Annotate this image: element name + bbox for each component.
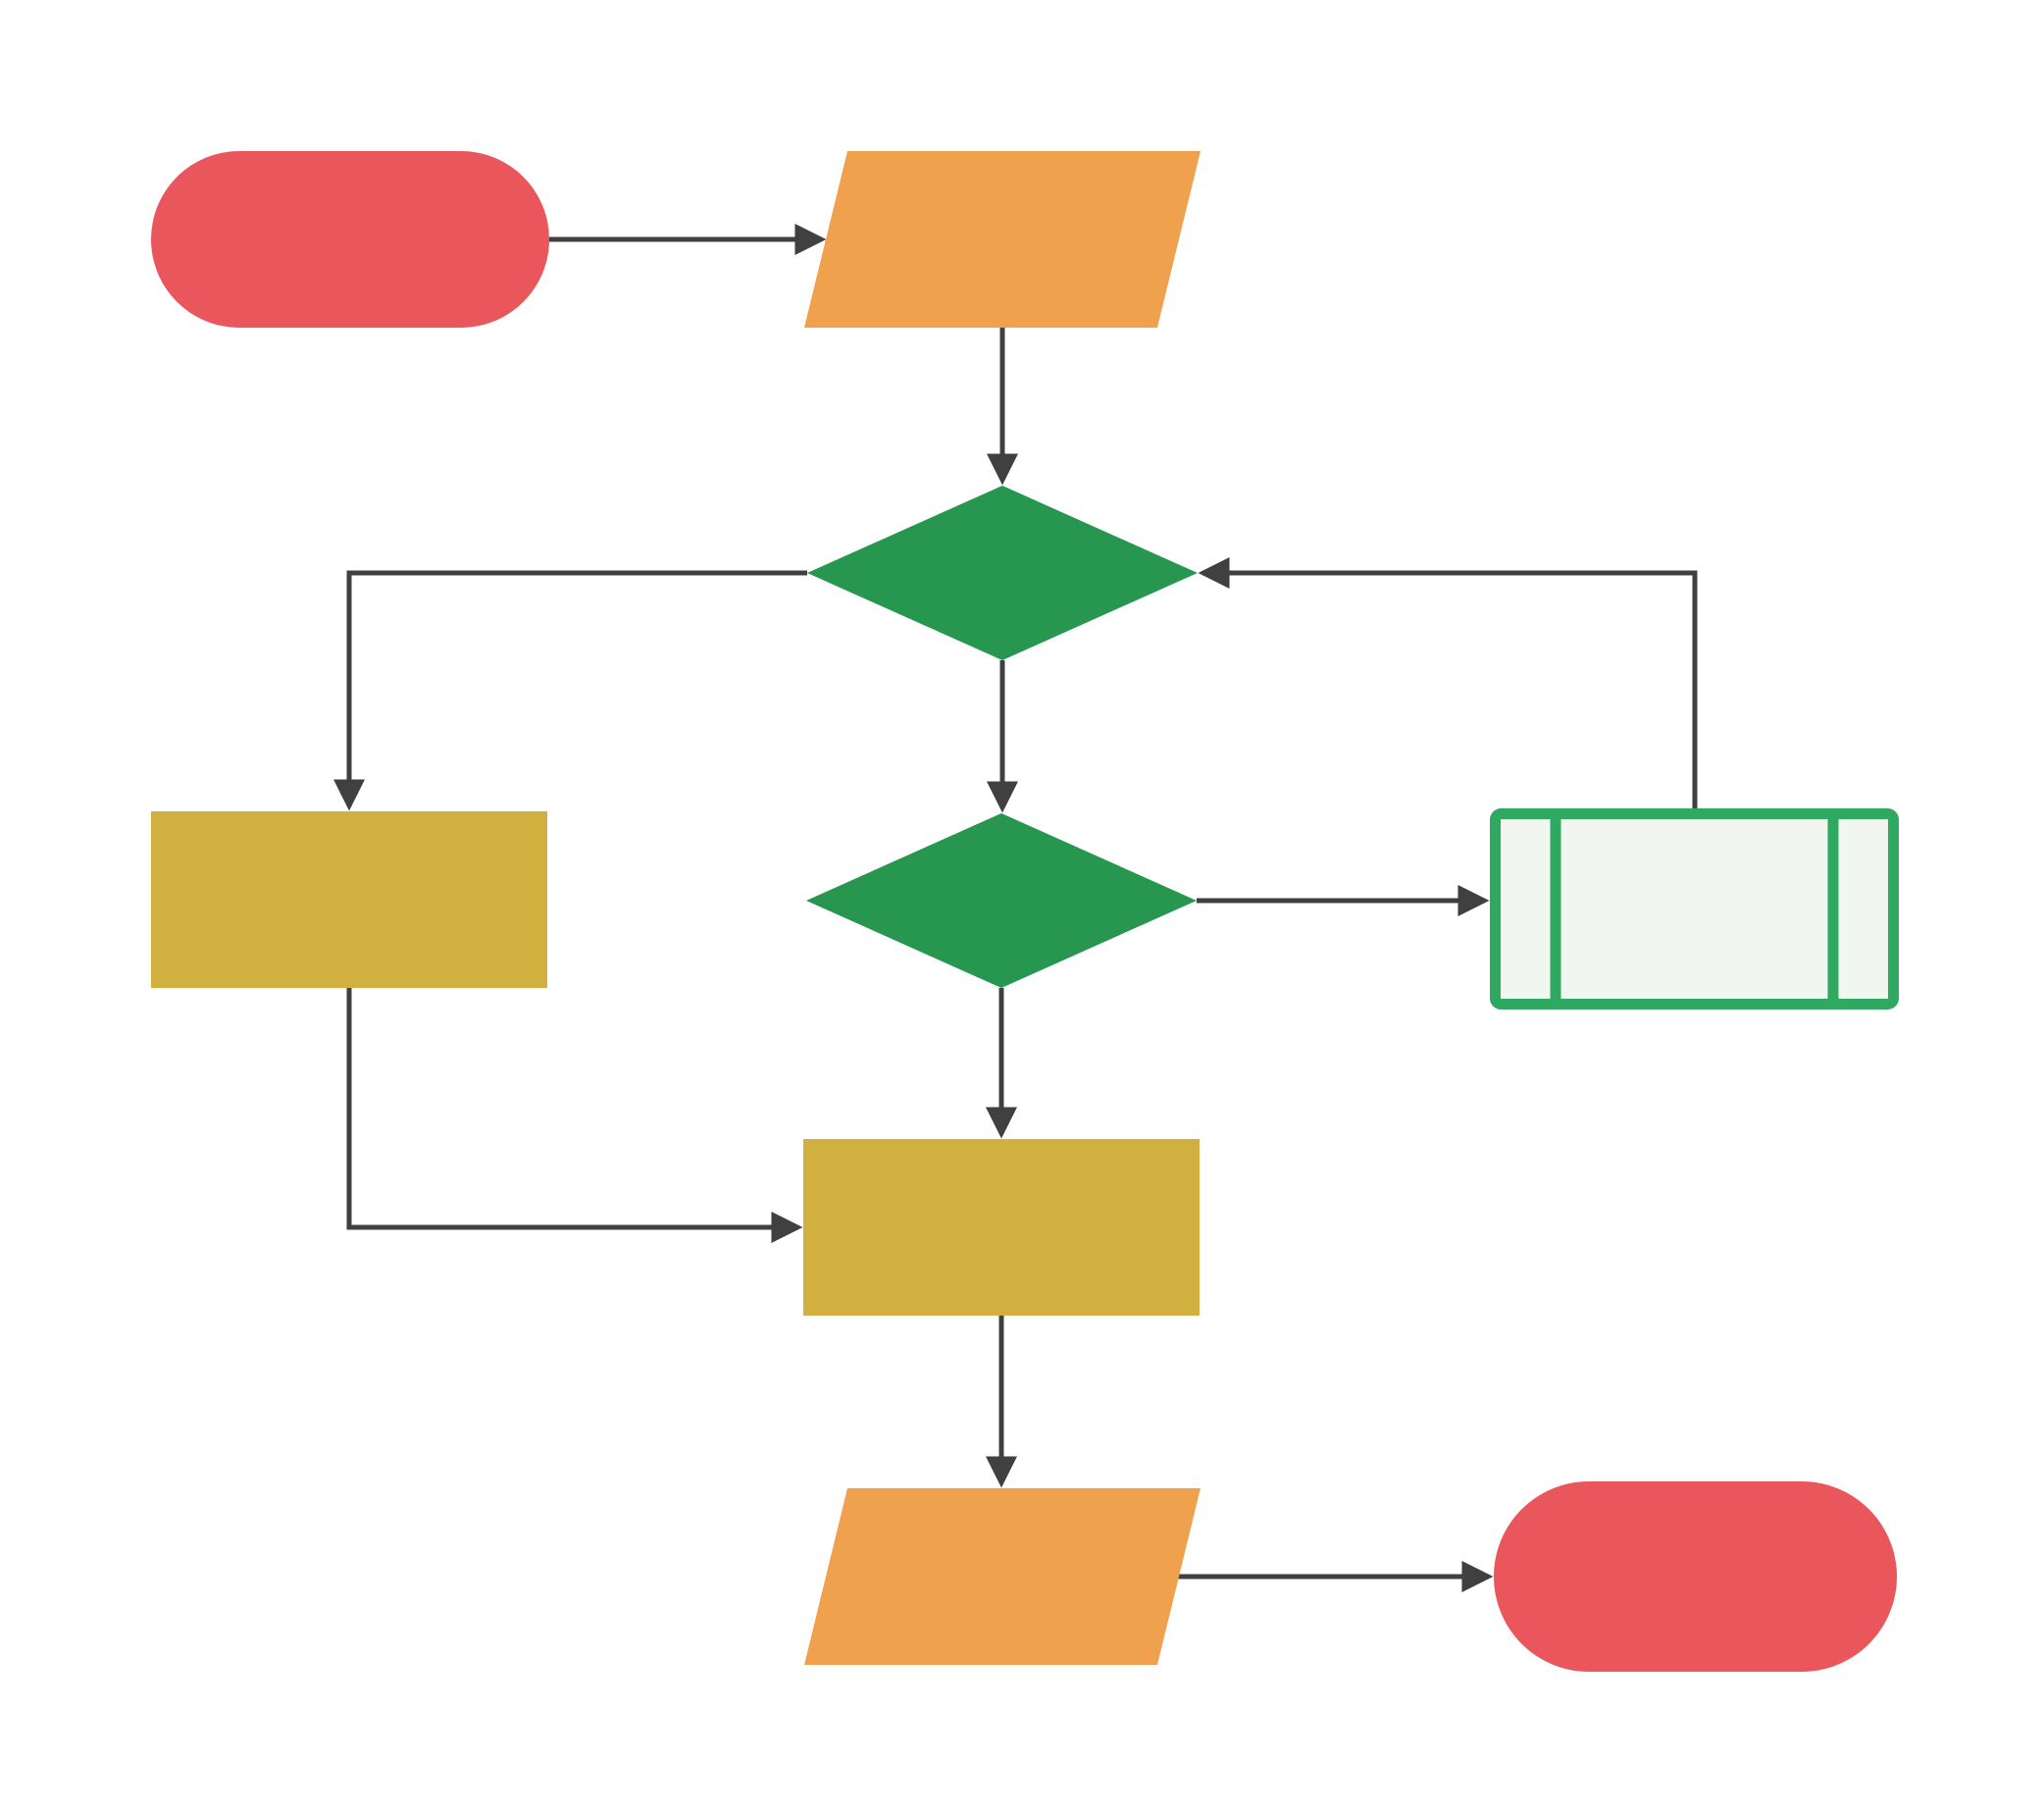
edge-decision1-to-left[interactable] bbox=[332, 570, 807, 811]
decision-2-node[interactable] bbox=[806, 813, 1197, 988]
predefined-process-node-border bbox=[1490, 808, 1899, 1010]
decision-1-node[interactable] bbox=[807, 486, 1198, 660]
input-parallelogram-node[interactable] bbox=[804, 151, 1201, 328]
process-middle-node[interactable] bbox=[803, 1139, 1200, 1316]
edges-layer bbox=[332, 223, 1698, 1593]
edge-predefined-to-decision1[interactable] bbox=[1198, 556, 1698, 808]
edge-left-to-middle[interactable] bbox=[346, 988, 803, 1244]
nodes-layer bbox=[151, 151, 1899, 1672]
start-terminator-node[interactable] bbox=[151, 151, 549, 328]
end-terminator-node[interactable] bbox=[1494, 1481, 1897, 1672]
process-left-node[interactable] bbox=[151, 811, 547, 988]
predefined-process-node[interactable] bbox=[1490, 808, 1899, 1010]
output-parallelogram-node[interactable] bbox=[804, 1488, 1201, 1665]
